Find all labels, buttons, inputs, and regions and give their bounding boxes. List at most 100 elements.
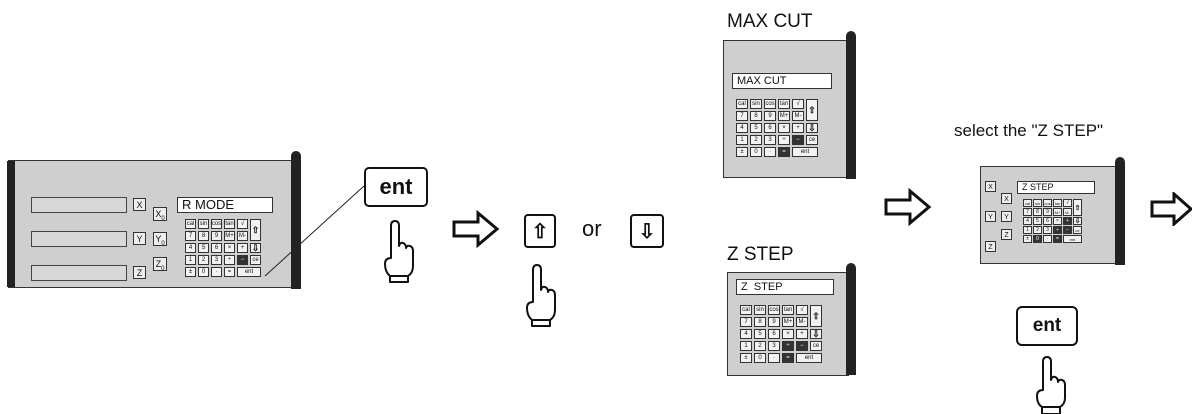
key-4[interactable]: 4 (1023, 217, 1032, 225)
key-7[interactable]: 7 (1023, 208, 1032, 216)
z-zero-button[interactable]: Z0 (153, 257, 167, 272)
key-5[interactable]: 5 (754, 329, 766, 339)
key-multiply[interactable]: × (1053, 217, 1062, 225)
key-sqrt[interactable]: √ (796, 305, 808, 315)
key-9[interactable]: 9 (211, 231, 222, 241)
key-down-arrow[interactable]: ⇩ (810, 329, 822, 339)
key-down-arrow[interactable]: ⇩ (806, 123, 818, 133)
key-cos[interactable]: cos (768, 305, 780, 315)
key-ent[interactable]: ent (237, 267, 261, 277)
key-8[interactable]: 8 (750, 111, 762, 121)
key-5[interactable]: 5 (750, 123, 762, 133)
key-dot[interactable]: · (1043, 235, 1052, 243)
key-1[interactable]: 1 (736, 135, 748, 145)
key-tan[interactable]: tan (224, 219, 235, 229)
key-cal[interactable]: cal (740, 305, 752, 315)
key-minus[interactable]: − (792, 135, 804, 145)
key-2[interactable]: 2 (1033, 226, 1042, 234)
key-plus-minus[interactable]: ± (736, 147, 748, 157)
key-m-minus[interactable]: M- (237, 231, 248, 241)
key-m-plus[interactable]: M+ (1053, 208, 1062, 216)
x-zero-button[interactable]: X (1001, 193, 1012, 204)
key-tan[interactable]: tan (782, 305, 794, 315)
key-plus-minus[interactable]: ± (1023, 235, 1032, 243)
up-arrow-key[interactable]: ⇧ (524, 214, 556, 248)
key-7[interactable]: 7 (740, 317, 752, 327)
key-sqrt[interactable]: √ (237, 219, 248, 229)
key-ce[interactable]: ce (810, 341, 822, 351)
key-sin[interactable]: sin (750, 99, 762, 109)
key-plus[interactable]: + (796, 329, 808, 339)
key-9[interactable]: 9 (768, 317, 780, 327)
key-ent[interactable]: ent (792, 147, 818, 157)
key-6[interactable]: 6 (1043, 217, 1052, 225)
key-plus[interactable]: + (1063, 217, 1072, 225)
key-plus-minus[interactable]: ± (185, 267, 196, 277)
key-equals[interactable]: = (224, 267, 235, 277)
key-2[interactable]: 2 (750, 135, 762, 145)
key-2[interactable]: 2 (198, 255, 209, 265)
key-equals[interactable]: = (782, 353, 794, 363)
key-3[interactable]: 3 (768, 341, 780, 351)
key-divide[interactable]: ÷ (782, 341, 794, 351)
key-sin[interactable]: sin (198, 219, 209, 229)
key-cos[interactable]: cos (764, 99, 776, 109)
key-6[interactable]: 6 (211, 243, 222, 253)
key-m-minus[interactable]: M- (796, 317, 808, 327)
key-multiply[interactable]: × (224, 243, 235, 253)
key-up-arrow[interactable]: ⇧ (810, 305, 822, 327)
key-2[interactable]: 2 (754, 341, 766, 351)
key-ce[interactable]: ce (806, 135, 818, 145)
key-cos[interactable]: cos (1043, 199, 1052, 207)
key-sin[interactable]: sin (754, 305, 766, 315)
key-cal[interactable]: cal (1023, 199, 1032, 207)
key-4[interactable]: 4 (736, 123, 748, 133)
key-divide[interactable]: ÷ (778, 135, 790, 145)
y-zero-button[interactable]: Y (1001, 211, 1012, 222)
key-3[interactable]: 3 (1043, 226, 1052, 234)
x-zero-button[interactable]: X0 (153, 207, 167, 222)
key-1[interactable]: 1 (1023, 226, 1032, 234)
key-tan[interactable]: tan (778, 99, 790, 109)
key-plus[interactable]: + (237, 243, 248, 253)
key-equals[interactable]: = (1053, 235, 1062, 243)
key-sqrt[interactable]: √ (1063, 199, 1072, 207)
key-3[interactable]: 3 (211, 255, 222, 265)
key-1[interactable]: 1 (185, 255, 196, 265)
key-ent[interactable]: ent (1063, 235, 1082, 243)
key-m-plus[interactable]: M+ (782, 317, 794, 327)
ent-key[interactable]: ent (364, 167, 428, 207)
key-equals[interactable]: = (778, 147, 790, 157)
key-4[interactable]: 4 (740, 329, 752, 339)
key-4[interactable]: 4 (185, 243, 196, 253)
key-7[interactable]: 7 (185, 231, 196, 241)
key-0[interactable]: 0 (198, 267, 209, 277)
key-3[interactable]: 3 (764, 135, 776, 145)
key-dot[interactable]: · (211, 267, 222, 277)
key-down-arrow[interactable]: ⇩ (1073, 217, 1082, 225)
key-plus-minus[interactable]: ± (740, 353, 752, 363)
key-m-plus[interactable]: M+ (778, 111, 790, 121)
key-up-arrow[interactable]: ⇧ (1073, 199, 1082, 216)
key-cos[interactable]: cos (211, 219, 222, 229)
key-dot[interactable]: · (764, 147, 776, 157)
key-5[interactable]: 5 (198, 243, 209, 253)
key-8[interactable]: 8 (198, 231, 209, 241)
y-zero-button[interactable]: Y0 (153, 232, 167, 247)
key-0[interactable]: 0 (750, 147, 762, 157)
key-m-minus[interactable]: M- (1063, 208, 1072, 216)
ent-key-confirm[interactable]: ent (1016, 306, 1078, 346)
key-sin[interactable]: sin (1033, 199, 1042, 207)
key-up-arrow[interactable]: ⇧ (806, 99, 818, 121)
key-8[interactable]: 8 (754, 317, 766, 327)
key-9[interactable]: 9 (1043, 208, 1052, 216)
key-6[interactable]: 6 (764, 123, 776, 133)
key-m-plus[interactable]: M+ (224, 231, 235, 241)
key-0[interactable]: 0 (1033, 235, 1042, 243)
key-6[interactable]: 6 (768, 329, 780, 339)
key-minus[interactable]: − (796, 341, 808, 351)
key-ce[interactable]: ce (250, 255, 261, 265)
key-divide[interactable]: ÷ (224, 255, 235, 265)
key-down-arrow[interactable]: ⇩ (250, 243, 261, 253)
key-cal[interactable]: cal (736, 99, 748, 109)
